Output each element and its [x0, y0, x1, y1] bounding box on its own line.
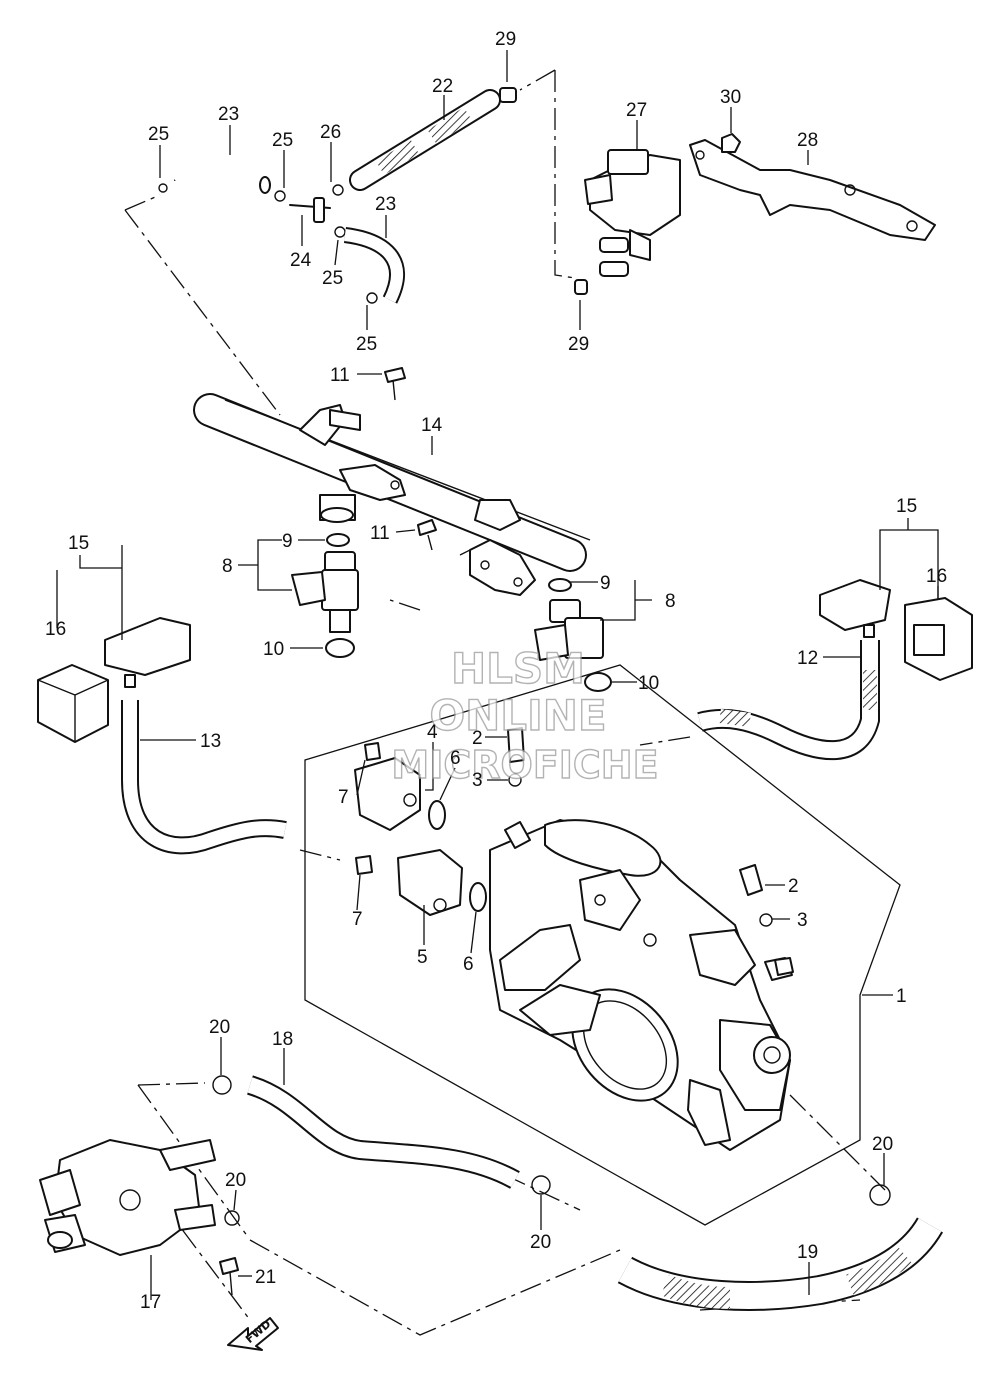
- solenoid-valve-group: [574, 133, 936, 295]
- callout-25-a: 25: [148, 124, 169, 145]
- idle-screws: [507, 727, 794, 976]
- callout-12: 12: [797, 648, 818, 669]
- callout-23-right: 23: [375, 194, 396, 215]
- callout-29-bottom: 29: [568, 334, 589, 355]
- callout-20-right: 20: [872, 1134, 893, 1155]
- callout-20-top: 20: [209, 1017, 230, 1038]
- callout-9-left: 9: [282, 531, 293, 552]
- callout-20-valve: 20: [225, 1170, 246, 1191]
- callout-13: 13: [200, 731, 221, 752]
- callout-18: 18: [272, 1029, 293, 1050]
- vacuum-hose-12: [697, 640, 880, 761]
- callout-28: 28: [797, 130, 818, 151]
- fuel-injector-right: [534, 578, 612, 692]
- sensor-connector-right: [819, 579, 973, 681]
- idle-air-control-valve-17: [39, 1139, 240, 1296]
- watermark: HLSM ONLINE MICROFICHE: [391, 643, 660, 787]
- callout-21: 21: [255, 1267, 276, 1288]
- callout-3-right: 3: [797, 910, 808, 931]
- callout-6-bottom: 6: [463, 954, 474, 975]
- throttle-position-sensor-4: [354, 742, 446, 831]
- watermark-line-1: HLSM: [451, 644, 585, 693]
- callout-27: 27: [626, 100, 647, 121]
- fuel-injector-left: [291, 533, 359, 658]
- coolant-hose-19: [617, 1184, 944, 1311]
- callout-11-mid: 11: [370, 523, 390, 544]
- callout-1: 1: [896, 986, 907, 1007]
- callout-30: 30: [720, 87, 741, 108]
- watermark-line-2: ONLINE: [429, 691, 606, 740]
- fuel-hose-group-top: [158, 87, 517, 304]
- callout-numbers: 29 22 23 25 25 26 23 24 25 25 27 30 28 2…: [45, 29, 947, 1313]
- callout-25-d: 25: [356, 334, 377, 355]
- callout-26: 26: [320, 122, 341, 143]
- callout-25-c: 25: [322, 268, 343, 289]
- fuel-rail: [193, 367, 591, 596]
- callout-6-top: 6: [450, 748, 461, 769]
- callout-2-top: 2: [472, 728, 483, 749]
- callout-19: 19: [797, 1242, 818, 1263]
- forward-direction-arrow: FWD: [227, 1317, 279, 1351]
- callout-14: 14: [421, 415, 443, 436]
- callout-3-top: 3: [472, 770, 483, 791]
- callout-7-top: 7: [338, 787, 349, 808]
- callout-7-bottom: 7: [352, 909, 363, 930]
- leader-lines: [56, 50, 939, 1300]
- callout-15-left: 15: [68, 533, 89, 554]
- callout-24: 24: [290, 250, 312, 271]
- callout-22: 22: [432, 76, 453, 97]
- coolant-hose-18: [212, 1075, 551, 1195]
- callout-29-top: 29: [495, 29, 516, 50]
- callout-5: 5: [417, 947, 428, 968]
- callout-16-right: 16: [926, 566, 947, 587]
- callout-20-center: 20: [530, 1232, 551, 1253]
- vacuum-hose-13: [121, 700, 287, 855]
- sensor-connector-left: [37, 617, 191, 743]
- callout-11-top: 11: [330, 365, 350, 386]
- callout-10-right: 10: [638, 673, 659, 694]
- callout-10-left: 10: [263, 639, 284, 660]
- callout-17: 17: [140, 1292, 161, 1313]
- callout-8-right: 8: [665, 591, 676, 612]
- callout-2-right: 2: [788, 876, 799, 897]
- callout-4: 4: [427, 722, 438, 743]
- throttle-body-assembly: [304, 664, 901, 1226]
- watermark-line-3: MICROFICHE: [391, 743, 658, 787]
- callout-23-top: 23: [218, 104, 239, 125]
- callout-16-left: 16: [45, 619, 66, 640]
- callout-25-b: 25: [272, 130, 293, 151]
- callout-15-right: 15: [896, 496, 917, 517]
- callout-8-left: 8: [222, 556, 233, 577]
- sensor-5: [355, 849, 487, 916]
- callout-9-right: 9: [600, 573, 611, 594]
